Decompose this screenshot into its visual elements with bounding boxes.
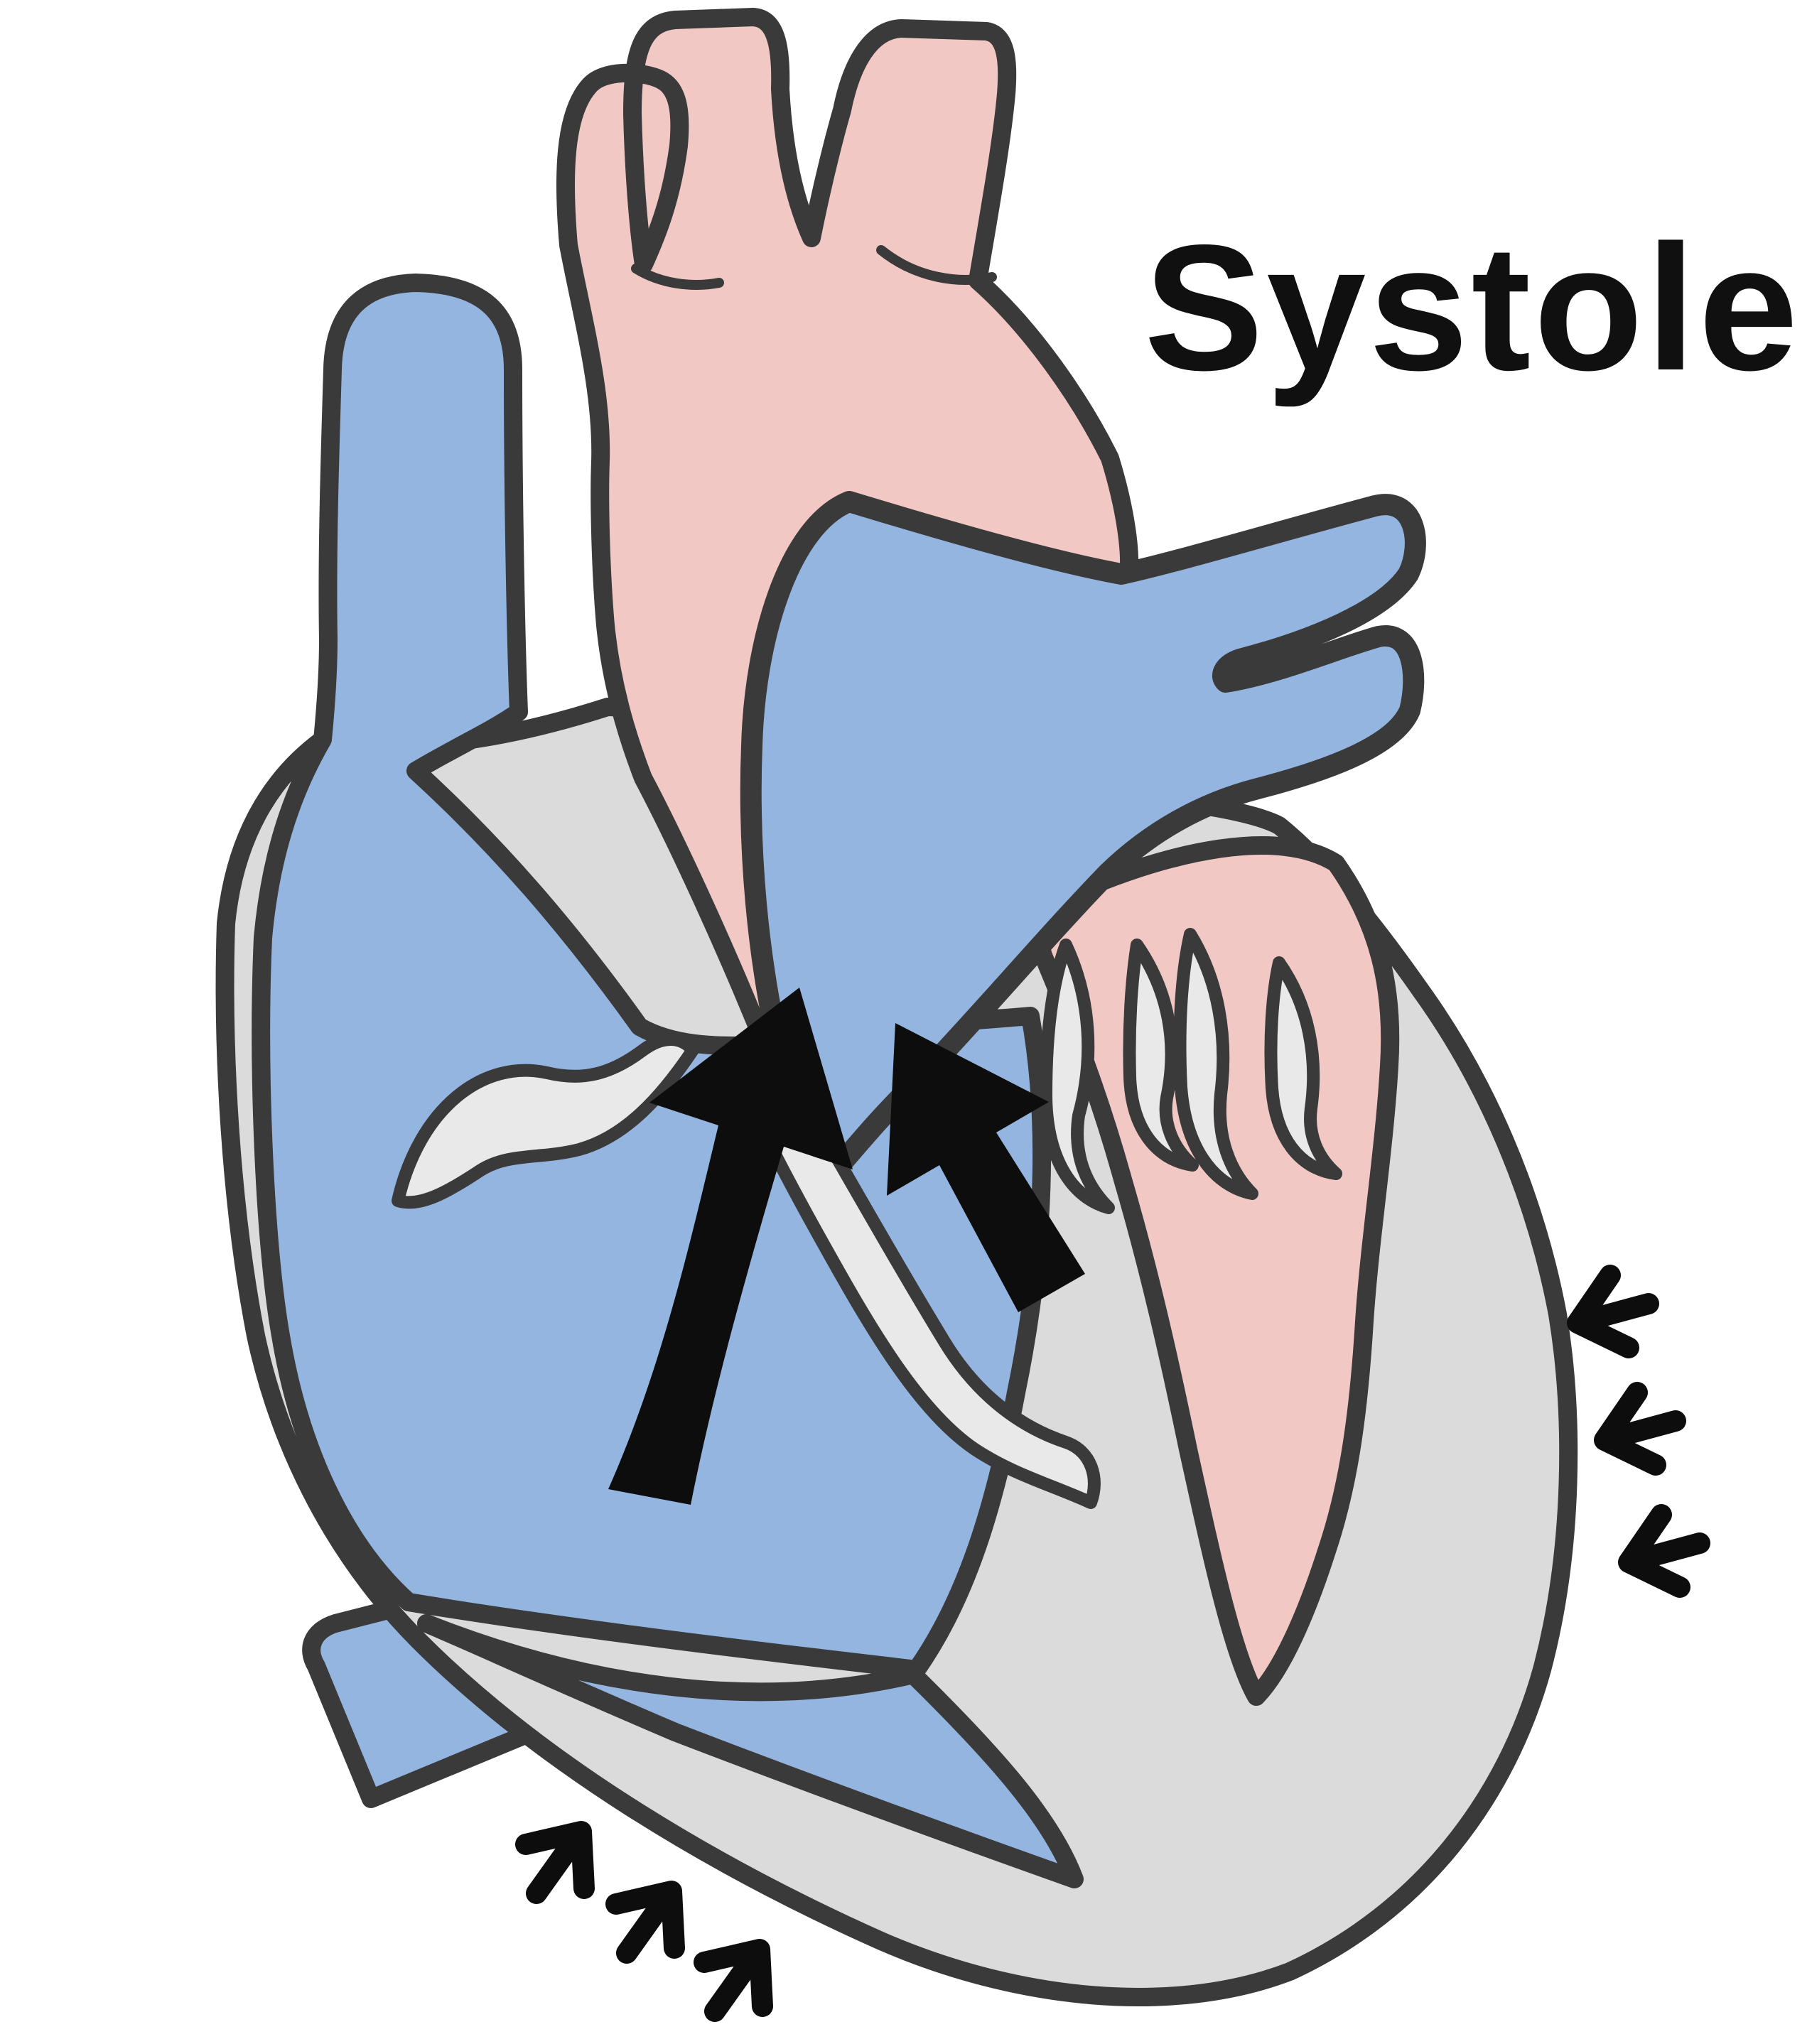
- diagram-title: Systole: [1144, 208, 1801, 408]
- tricuspid-valve-leaflet: [392, 1033, 699, 1209]
- wall-compression-arrow-bottom-2: [605, 1881, 685, 1964]
- wall-compression-arrow-bottom-1: [515, 1821, 595, 1904]
- wall-compression-arrows-bottom: [515, 1821, 773, 2022]
- right-ventricle-cavity-strip: [417, 1614, 1084, 1888]
- mitral-valve-leaflet-posterior: [1264, 956, 1342, 1180]
- wall-compression-arrows-right: [1567, 1265, 1710, 1598]
- aorta-branch-crease-1: [631, 264, 724, 290]
- wall-compression-arrow-right-2: [1594, 1382, 1686, 1476]
- wall-compression-arrow-right-3: [1618, 1504, 1710, 1598]
- wall-compression-arrow-bottom-3: [694, 1939, 773, 2022]
- aorta-branch-crease-2: [876, 245, 997, 285]
- mitral-valve-leaflet-anterior: [1123, 939, 1199, 1172]
- aortic-valve-leaflet-right: [1173, 928, 1258, 1200]
- superior-vena-cava-and-right-heart: [252, 274, 1052, 1679]
- aortic-ejection-arrow: [887, 1023, 1085, 1312]
- pulmonary-ejection-arrow: [608, 988, 853, 1505]
- aortic-valve-leaflet-left: [1040, 939, 1115, 1214]
- wall-compression-arrow-right-1: [1567, 1265, 1659, 1358]
- pulmonary-artery: [740, 491, 1426, 1194]
